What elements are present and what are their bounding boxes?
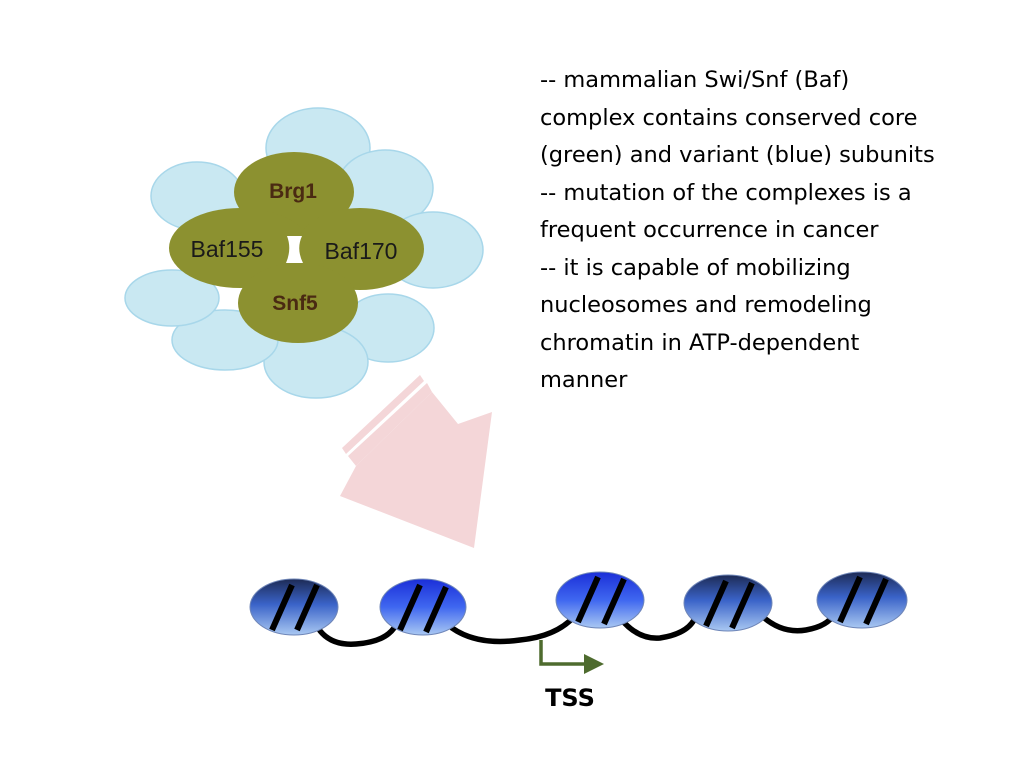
remodeling-arrow: [340, 375, 492, 548]
linker-segment: [449, 609, 581, 645]
subunit-label-brg1: Brg1: [269, 180, 317, 203]
core-center-gap: [286, 236, 303, 263]
description-text: -- mammalian Swi/Snf (Baf) complex conta…: [540, 62, 1010, 400]
bullet-line: -- mammalian Swi/Snf (Baf): [540, 67, 850, 93]
tss-label: TSS: [545, 684, 595, 712]
core-subunit-bottom: [238, 263, 358, 343]
bullet-line: frequent occurrence in cancer: [540, 217, 879, 243]
nucleosome: [555, 571, 645, 629]
linker-dna: [315, 609, 837, 647]
linker-segment: [315, 625, 397, 647]
arrow-stripe-1: [348, 383, 432, 466]
nucleosome: [249, 578, 339, 636]
subunit-label-baf155: Baf155: [191, 236, 264, 262]
subunit-label-snf5: Snf5: [272, 292, 318, 315]
bullet-line: manner: [540, 367, 628, 393]
nucleosome: [816, 571, 908, 629]
variant-subunits: [124, 107, 484, 399]
core-subunits: [169, 152, 424, 343]
nucleosome: [683, 574, 773, 632]
bullet-line: nucleosomes and remodeling: [540, 292, 872, 318]
bullet-line: -- mutation of the complexes is a: [540, 179, 912, 206]
linker-segment: [759, 611, 837, 634]
arrow-stripe-2: [342, 375, 424, 454]
nucleosome: [379, 578, 467, 636]
bullet-line: -- it is capable of mobilizing: [540, 254, 851, 281]
subunit-label-baf170: Baf170: [325, 238, 398, 264]
bullet-line: chromatin in ATP-dependent: [540, 329, 860, 356]
linker-segment: [617, 615, 697, 641]
tss-arrow-icon: [539, 640, 604, 674]
arrow-body: [340, 392, 492, 548]
bullet-line: (green) and variant (blue) subunits: [540, 142, 935, 168]
variant-subunit: [124, 269, 220, 327]
nucleosomes: [249, 571, 908, 636]
bullet-line: complex contains conserved core: [540, 104, 918, 131]
